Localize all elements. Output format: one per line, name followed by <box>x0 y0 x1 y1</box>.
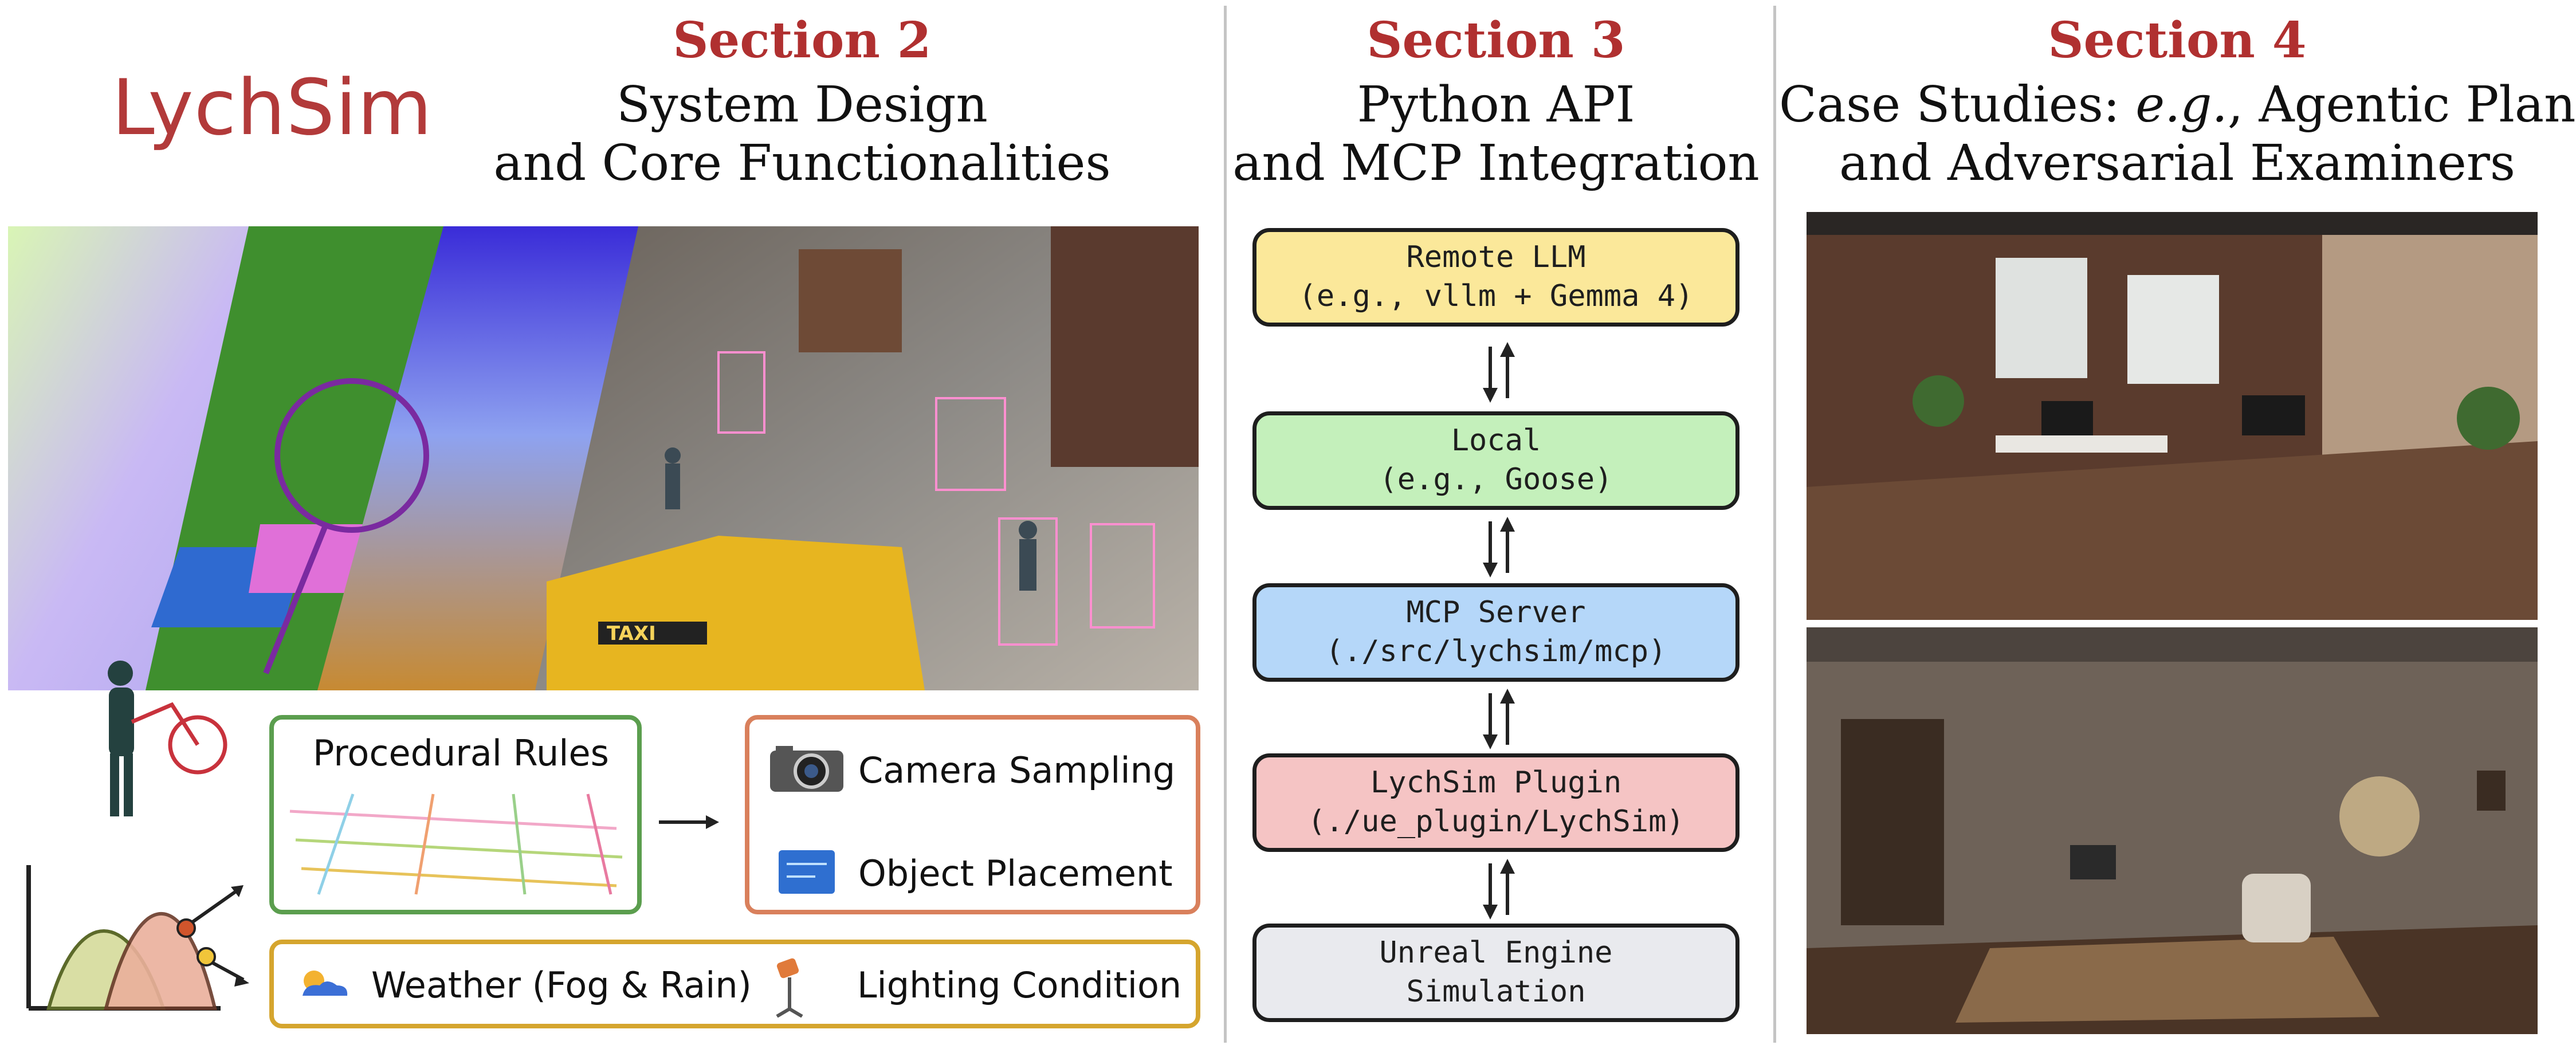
distribution-curves-icon <box>14 854 255 1026</box>
procedural-rules-box: Procedural Rules <box>269 715 642 914</box>
unreal-engine-box: Unreal Engine Simulation <box>1252 924 1739 1022</box>
remote-llm-box: Remote LLM (e.g., vllm + Gemma 4) <box>1252 228 1739 327</box>
case-studies-text: Case Studies: <box>1779 76 2136 133</box>
sampling-placement-box: Camera Sampling Object Placement <box>745 715 1200 914</box>
bidirectional-arrow-icon <box>1476 688 1522 751</box>
weather-lighting-box: Weather (Fog & Rain) Lighting Condition <box>269 940 1200 1028</box>
blueprint-icon <box>775 847 838 898</box>
unreal-engine-detail: Simulation <box>1406 975 1586 1009</box>
local-agent-label: Local <box>1451 423 1541 458</box>
section2-heading: Section 2 <box>673 11 932 69</box>
camera-icon <box>767 742 847 794</box>
section3-subtitle-line1: Python API <box>1357 76 1635 133</box>
camera-sampling-label: Camera Sampling <box>858 749 1176 791</box>
section4-subtitle-line1: Case Studies: e.g., Agentic Planning <box>1779 76 2576 134</box>
cyclist-icon <box>80 653 229 825</box>
section4-heading: Section 4 <box>2048 11 2307 69</box>
arrow-right-icon <box>659 814 722 831</box>
object-placement-label: Object Placement <box>858 852 1173 894</box>
mcp-server-label: MCP Server <box>1406 595 1586 630</box>
lychsim-plugin-box: LychSim Plugin (./ue_plugin/LychSim) <box>1252 753 1739 852</box>
eg-text: e.g. <box>2135 76 2228 133</box>
bidirectional-arrow-icon <box>1476 341 1522 404</box>
local-agent-detail: (e.g., Goose) <box>1379 462 1613 497</box>
bidirectional-arrow-icon <box>1476 516 1522 579</box>
procedural-rules-label: Procedural Rules <box>313 732 609 774</box>
section4-subtitle-line2: and Adversarial Examiners <box>1839 135 2516 192</box>
lychsim-logo: LychSim <box>112 63 433 152</box>
bidirectional-arrow-icon <box>1476 858 1522 921</box>
section2-subtitle-line2: and Core Functionalities <box>493 135 1111 192</box>
unreal-engine-label: Unreal Engine <box>1379 936 1613 971</box>
render-modalities-panel: TAXI <box>8 226 1199 690</box>
mcp-server-box: MCP Server (./src/lychsim/mcp) <box>1252 583 1739 682</box>
section3-heading: Section 3 <box>1366 11 1625 69</box>
weather-label: Weather (Fog & Rain) <box>371 964 752 1006</box>
section3-subtitle-line2: and MCP Integration <box>1232 135 1760 192</box>
office-scene-image <box>1807 212 2538 620</box>
remote-llm-detail: (e.g., vllm + Gemma 4) <box>1298 279 1694 313</box>
taxi-sign-text: TAXI <box>607 622 656 645</box>
divider-right <box>1773 6 1776 1043</box>
road-network-graphic <box>289 793 623 895</box>
spotlight-icon <box>767 954 812 1018</box>
local-agent-box: Local (e.g., Goose) <box>1252 411 1739 510</box>
remote-llm-label: Remote LLM <box>1406 240 1586 275</box>
living-room-scene-image <box>1807 627 2538 1034</box>
divider-left <box>1224 6 1227 1043</box>
lighting-label: Lighting Condition <box>857 964 1182 1006</box>
mcp-server-detail: (./src/lychsim/mcp) <box>1325 634 1667 669</box>
lychsim-plugin-label: LychSim Plugin <box>1370 765 1622 800</box>
section2-subtitle-line1: System Design <box>616 76 988 133</box>
weather-icon <box>291 961 354 1007</box>
lychsim-plugin-detail: (./ue_plugin/LychSim) <box>1307 804 1684 839</box>
render-modalities-illustration: TAXI <box>8 226 1199 690</box>
agentic-planning-text: , Agentic Planning <box>2227 76 2576 133</box>
